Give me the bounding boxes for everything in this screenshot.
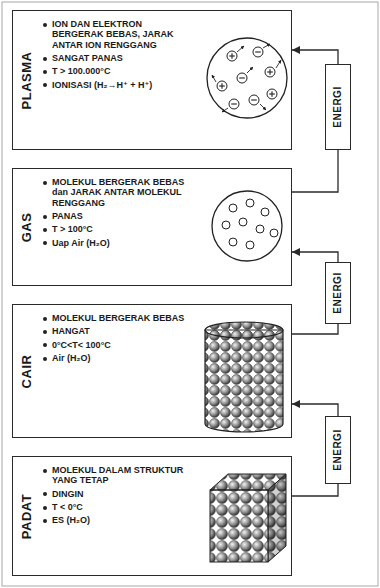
gas-molecule <box>229 204 237 212</box>
bullet-dot <box>43 492 47 496</box>
energy-connector <box>292 404 338 416</box>
gas-molecule <box>229 238 237 246</box>
bullet-text: MOLEKUL BERGERAK BEBAS <box>52 313 195 323</box>
bullet-text: Air (H₂O) <box>52 353 195 363</box>
cube-front <box>210 490 268 562</box>
bullet-text: ES (H₂O) <box>52 515 195 525</box>
bullet-text: HANGAT <box>52 326 195 336</box>
bullet-dot <box>43 215 47 219</box>
phase-box: PLASMA ION DAN ELEKTRON BERGERAK BEBAS, J… <box>12 10 292 150</box>
negative-ion <box>237 73 247 83</box>
bullet-text: T < 0°C <box>52 502 195 512</box>
bullet-text: ION DAN ELEKTRON BERGERAK BEBAS, JARAK A… <box>52 19 195 50</box>
energy-label: ENERGI <box>333 86 343 127</box>
bullet-text: Uap Air (H₂O) <box>52 238 195 248</box>
negative-ion <box>249 95 259 105</box>
bullet-dot <box>43 57 47 61</box>
liquid-illustration <box>205 322 283 432</box>
phase-name: PADAT <box>21 493 34 538</box>
energy-connector <box>292 252 338 262</box>
positive-ion <box>217 81 227 91</box>
gas-circle <box>212 191 282 261</box>
bullet-text: PANAS <box>52 211 195 221</box>
gas-molecule <box>270 229 278 237</box>
energy-box: ENERGI <box>325 262 351 324</box>
phase-name: GAS <box>21 212 34 242</box>
energy-box: ENERGI <box>325 64 351 150</box>
gas-molecule <box>239 218 247 226</box>
energy-connector <box>292 50 338 64</box>
bullet-dot <box>43 241 47 245</box>
bullet-dot <box>43 181 47 185</box>
gas-molecule <box>246 241 254 249</box>
bullet-text: MOLEKUL BERGERAK BEBAS dan JARAK ANTAR M… <box>52 177 195 208</box>
motion-arrows <box>212 44 281 112</box>
positive-ion <box>267 89 277 99</box>
negative-ion <box>253 47 263 57</box>
energy-connector <box>292 150 338 192</box>
bullet-dot <box>43 343 47 347</box>
bullet-text: IONISASI (H₂→H⁺ + H⁺) <box>52 80 195 90</box>
cube-side-shade <box>268 474 286 562</box>
solid-illustration <box>210 474 286 562</box>
negative-ion <box>229 99 239 109</box>
bullet-dot <box>43 506 47 510</box>
gas-molecule <box>256 225 264 233</box>
phase-name: PLASMA <box>21 51 34 109</box>
energy-connector <box>292 324 338 334</box>
bullet-text: DINGIN <box>52 489 195 499</box>
gas-molecule <box>222 221 230 229</box>
energy-box: ENERGI <box>325 416 351 484</box>
bullet-dot <box>43 330 47 334</box>
bullet-dot <box>43 83 47 87</box>
bullet-dot <box>43 469 47 473</box>
bullet-text: T > 100°C <box>52 224 195 234</box>
cube-side <box>268 474 286 562</box>
phase-name: CAIR <box>21 354 34 388</box>
positive-ion <box>265 67 275 77</box>
gas-molecule <box>246 199 254 207</box>
energy-label: ENERGI <box>333 272 343 313</box>
plasma-circle <box>207 38 287 118</box>
energy-label: ENERGI <box>333 429 343 470</box>
cylinder-body <box>205 330 283 432</box>
positive-ion <box>227 51 237 61</box>
bullet-dot <box>43 357 47 361</box>
energy-connector <box>292 484 338 496</box>
bullet-text: T > 100.000°C <box>52 66 195 76</box>
phase-box: PADAT MOLEKUL DALAM STRUKTUR YANG TETAP DI… <box>12 456 292 576</box>
bullet-dot <box>43 228 47 232</box>
bullet-text: MOLEKUL DALAM STRUKTUR YANG TETAP <box>52 465 195 486</box>
phase-box: CAIR MOLEKUL BERGERAK BEBAS HANGAT 0°C<T< 1… <box>12 304 292 438</box>
bullet-dot <box>43 519 47 523</box>
plasma-illustration <box>207 38 287 118</box>
bullet-dot <box>43 23 47 27</box>
bullet-dot <box>43 70 47 74</box>
gas-illustration <box>212 191 282 261</box>
cylinder-top <box>205 322 283 338</box>
bullet-text: 0°C<T< 100°C <box>52 340 195 350</box>
bullet-dot <box>43 317 47 321</box>
gas-molecule <box>261 208 269 216</box>
phase-box: GAS MOLEKUL BERGERAK BEBAS dan JARAK ANTA… <box>12 168 292 286</box>
bullet-text: SANGAT PANAS <box>52 53 195 63</box>
